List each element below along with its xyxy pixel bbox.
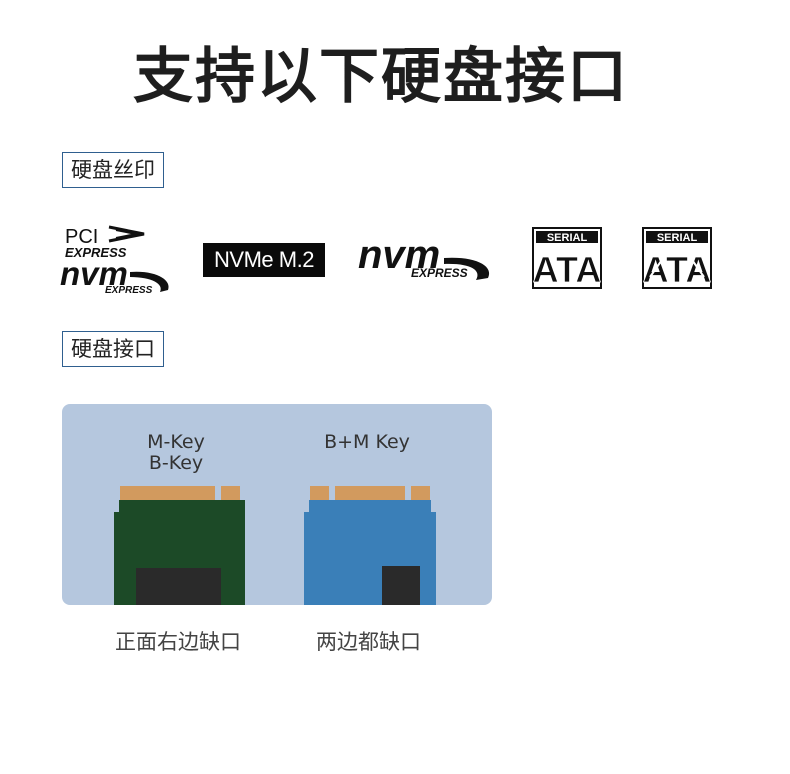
page-title: 支持以下硬盘接口 <box>133 42 629 112</box>
m2-interface-panel: M-Key B-Key B+M Key <box>62 404 492 605</box>
gold-finger-left <box>310 486 329 500</box>
express-text: EXPRESS <box>65 245 127 260</box>
gold-finger-middle <box>335 486 405 500</box>
ata-text: ATA <box>643 249 712 289</box>
silkscreen-section-label: 硬盘丝印 <box>62 152 164 188</box>
ssd-chip <box>382 566 420 605</box>
b-key-text: B-Key <box>148 452 204 474</box>
nvm-text: nvm <box>60 255 128 292</box>
interface-section-label: 硬盘接口 <box>62 331 164 367</box>
pcie-nvm-logo: PCI EXPRESS nvm EXPRESS <box>60 225 169 296</box>
gold-finger-left <box>120 486 215 500</box>
serial-ata-logo-alt: SERIAL ATA <box>642 227 712 289</box>
gold-finger-right <box>411 486 430 500</box>
card-2-key-label: B+M Key <box>307 432 427 453</box>
nvm-express-logo: nvm EXPRESS <box>358 236 490 280</box>
card-1-caption: 正面右边缺口 <box>115 630 241 654</box>
ata-text: ATA <box>533 249 602 289</box>
pci-text: PCI <box>65 226 98 248</box>
nvm-express-text: EXPRESS <box>105 285 153 296</box>
nvm-text: nvm <box>358 236 440 277</box>
serial-ata-logo: SERIAL ATA <box>532 227 602 289</box>
serial-text: SERIAL <box>657 232 698 244</box>
bm-key-text: B+M Key <box>324 431 410 453</box>
nvme-m2-logo: NVMe M.2 <box>203 243 325 277</box>
pcie-chevron-icon <box>108 225 145 243</box>
m-key-text: M-Key <box>147 431 205 453</box>
nvm-swoosh-icon <box>444 257 490 280</box>
nvm-swoosh-icon <box>130 271 169 292</box>
card-1-key-label: M-Key B-Key <box>128 432 224 474</box>
card-2-caption: 两边都缺口 <box>316 630 421 654</box>
nvm-express-text: EXPRESS <box>411 266 468 280</box>
serial-text: SERIAL <box>547 232 588 244</box>
ssd-chip <box>136 568 221 605</box>
gold-finger-right <box>221 486 240 500</box>
